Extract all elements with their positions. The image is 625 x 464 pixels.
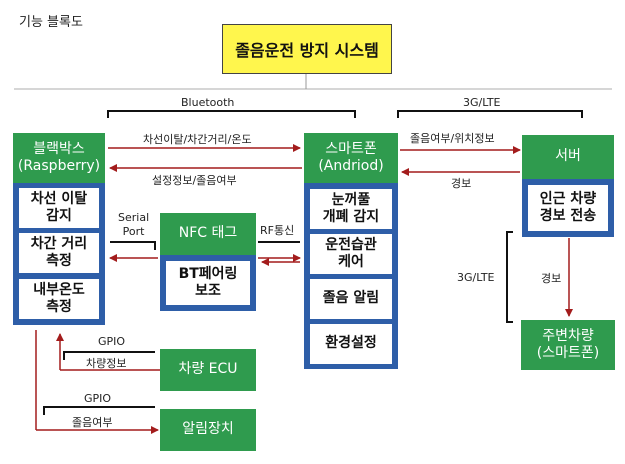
gpio1-bracket <box>63 351 155 360</box>
alarm-device-box: 알림장치 <box>160 409 256 451</box>
serial-port-bracket <box>110 241 156 250</box>
gpio2-label: GPIO <box>84 392 112 405</box>
settings-item: 환경설정 <box>310 324 392 364</box>
drowsy-flag-label: 졸음여부 <box>72 416 113 429</box>
header-label: 기능 블록도 <box>19 15 83 30</box>
bt-pairing-item: BT페어링 보조 <box>166 261 250 305</box>
lte-top-bracket <box>397 110 583 118</box>
gpio1-label: GPIO <box>98 335 126 348</box>
vehicle-distance-item: 차간 거리 측정 <box>19 233 99 273</box>
driving-habit-item: 운전습관 케어 <box>310 234 392 274</box>
lte-top-label: 3G/LTE <box>463 96 501 109</box>
system-title-box: 졸음운전 방지 시스템 <box>222 24 392 74</box>
bluetooth-bracket <box>107 110 356 118</box>
gpio2-bracket <box>43 406 155 415</box>
drowsy-location-label: 졸음여부/위치정보 <box>410 132 495 145</box>
vehicle-info-label: 차량정보 <box>86 357 127 370</box>
server-title: 서버 <box>522 135 614 179</box>
nfc-title: NFC 태그 <box>160 213 256 255</box>
nearby-vehicle-box: 주변차량 (스마트폰) <box>521 320 615 370</box>
alert-down-label: 경보 <box>541 272 562 285</box>
lane-departure-item: 차선 이탈 감지 <box>19 188 99 228</box>
drowsy-alert-item: 졸음 알림 <box>310 279 392 319</box>
bluetooth-label: Bluetooth <box>181 96 235 109</box>
server-alert-label: 경보 <box>451 177 472 190</box>
rf-comm-label: RF통신 <box>260 224 295 237</box>
smartphone-title: 스마트폰 (Andriod) <box>304 133 398 183</box>
vehicle-ecu-box: 차량 ECU <box>160 349 256 391</box>
blackbox-title: 블랙박스 (Raspberry) <box>13 133 105 183</box>
settings-drowsy-label: 설정정보/졸음여부 <box>152 174 237 187</box>
lte-side-label: 3G/LTE <box>457 271 495 284</box>
system-title: 졸음운전 방지 시스템 <box>235 41 379 60</box>
internal-temp-item: 내부온도 측정 <box>19 279 99 319</box>
lane-distance-temp-label: 차선이탈/차간거리/온도 <box>143 133 252 146</box>
lte-side-bracket <box>506 231 513 323</box>
nearby-alert-item: 인근 차량 경보 전송 <box>528 185 608 231</box>
eyelid-detect-item: 눈꺼풀 개폐 감지 <box>310 189 392 229</box>
serial-port-label: Serial Port <box>118 211 150 239</box>
